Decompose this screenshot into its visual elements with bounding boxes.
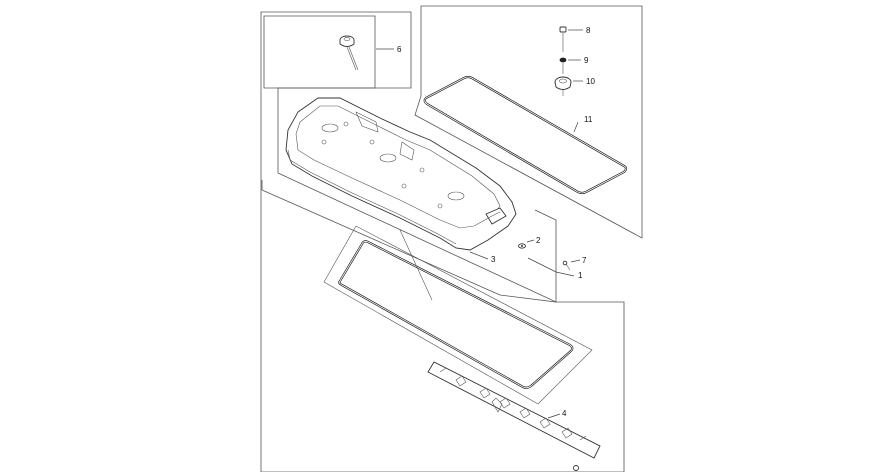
part-2-nut[interactable] <box>518 243 526 249</box>
leader-7 <box>570 259 581 263</box>
part-4-seal-strip[interactable] <box>427 361 601 459</box>
part-3-valve-cover[interactable] <box>285 97 517 251</box>
part-10-grommet[interactable] <box>554 76 572 96</box>
callout-11: 11 <box>584 115 593 124</box>
callout-3: 3 <box>491 255 496 264</box>
part-11-upper-gasket[interactable] <box>423 75 628 195</box>
part-9-washer[interactable] <box>559 57 567 74</box>
part-7-screw[interactable] <box>562 260 571 271</box>
callout-8: 8 <box>586 26 591 35</box>
detail-6-frame <box>263 15 376 89</box>
callout-10: 10 <box>586 77 595 86</box>
part-8-bolt[interactable] <box>559 26 567 52</box>
callout-4: 4 <box>562 409 567 418</box>
leader-1 <box>527 257 575 277</box>
part-6-breather-cap[interactable] <box>339 35 359 71</box>
callout-6: 6 <box>397 45 402 54</box>
main-gasket[interactable] <box>323 225 593 405</box>
leader-2 <box>526 239 535 243</box>
leader-3 <box>469 251 489 260</box>
callout-7: 7 <box>582 256 587 265</box>
callout-2: 2 <box>536 236 541 245</box>
leader-4 <box>547 413 561 419</box>
callout-9: 9 <box>584 56 589 65</box>
upper-kit-frame <box>414 5 643 239</box>
callout-1: 1 <box>578 271 583 280</box>
leader-11 <box>573 121 579 133</box>
assembly-1-boundary <box>260 11 625 472</box>
bottom-fastener[interactable] <box>573 465 579 471</box>
gasket-projection-line <box>399 229 433 301</box>
